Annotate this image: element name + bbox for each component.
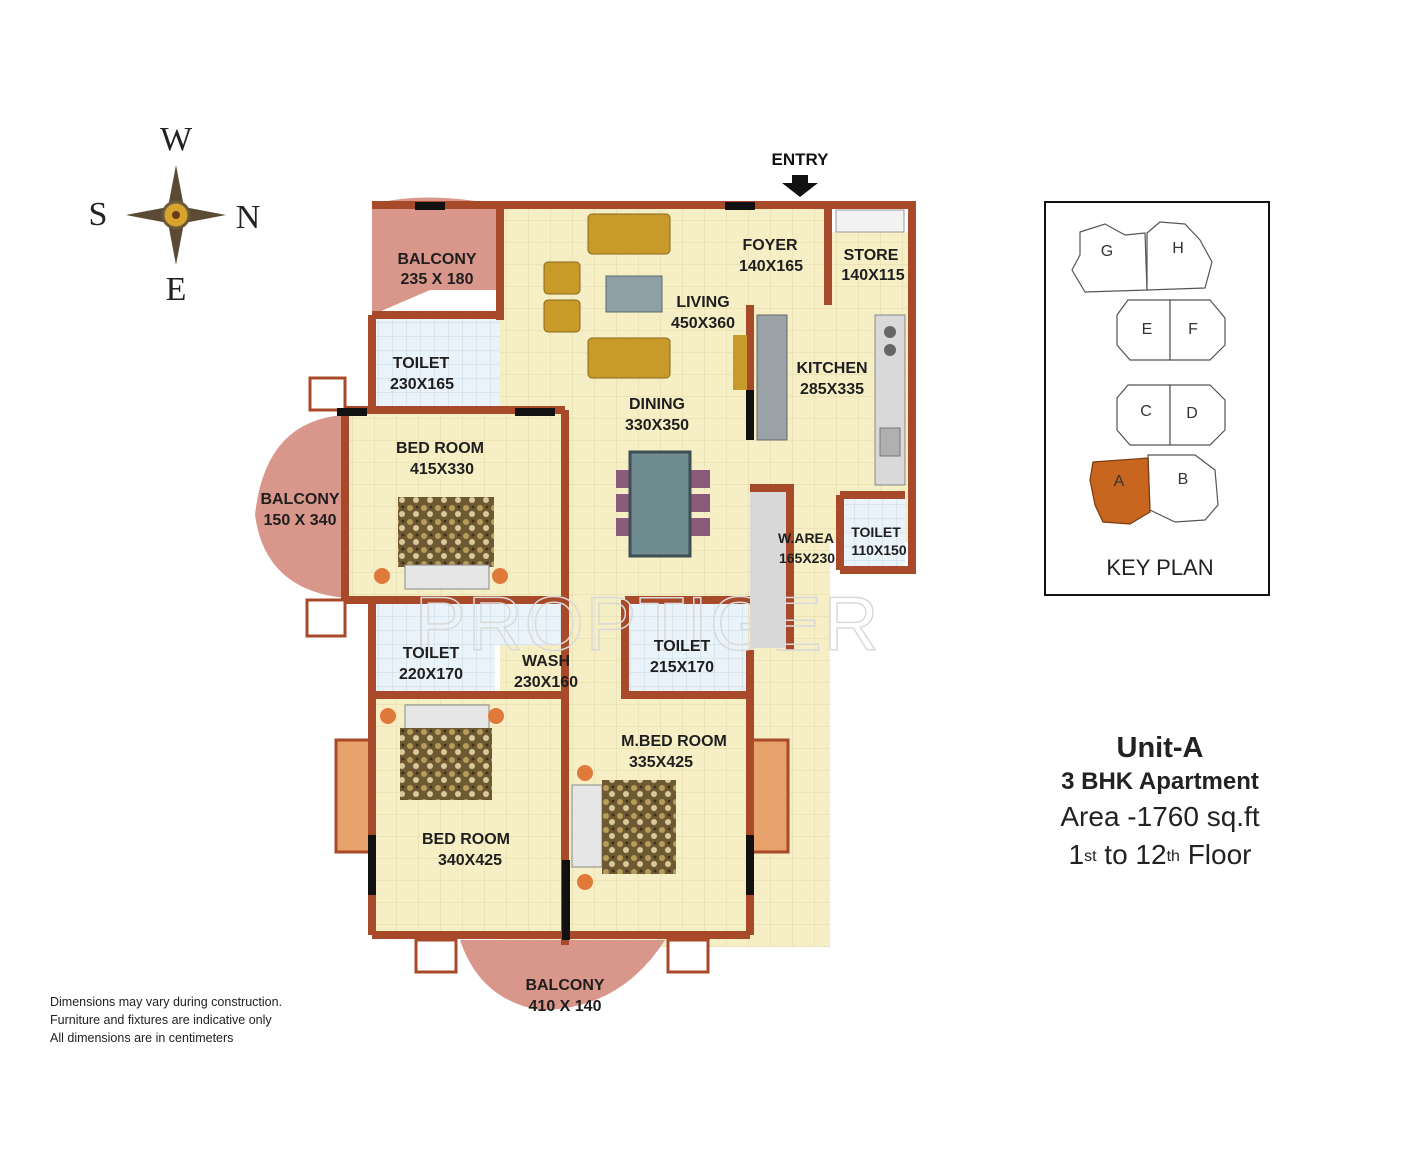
toilet-kitchen-name: TOILET <box>851 524 901 540</box>
balcony-bottom-name: BALCONY <box>525 977 604 994</box>
key-plan-unit-a <box>1089 457 1151 525</box>
balcony-left-dim: 150 X 340 <box>264 512 337 529</box>
key-plan-label-c: C <box>1140 403 1152 420</box>
kitchen-counter <box>756 314 906 486</box>
key-plan-label-h: H <box>1172 240 1184 257</box>
key-plan-label-a: A <box>1114 473 1125 490</box>
living-dim: 450X360 <box>671 315 735 332</box>
toilet-1-name: TOILET <box>393 355 450 372</box>
key-plan-unit-f <box>1169 299 1226 361</box>
key-plan-unit-b <box>1147 454 1219 523</box>
living-furniture <box>543 213 747 390</box>
dining-table <box>616 450 710 558</box>
bedroom-1-dim: 415X330 <box>410 461 474 478</box>
floor-mid: to 12 <box>1096 839 1167 870</box>
key-plan-unit-d <box>1169 384 1226 446</box>
room-labels: BALCONY 235 X 180 FOYER 140X165 STORE 14… <box>260 237 906 1015</box>
balcony-top-name: BALCONY <box>397 251 476 268</box>
toilet-3-name: TOILET <box>654 638 711 655</box>
foyer-name: FOYER <box>742 237 798 254</box>
toilet-3-dim: 215X170 <box>650 659 714 676</box>
unit-info: Unit-A 3 BHK Apartment Area -1760 sq.ft … <box>1020 730 1300 874</box>
unit-type: 3 BHK Apartment <box>1061 768 1259 795</box>
floor-from-suffix: st <box>1084 848 1097 865</box>
unit-area: Area -1760 sq.ft <box>1060 801 1260 832</box>
warea-dim: 165X230 <box>779 550 835 566</box>
foyer-dim: 140X165 <box>739 258 803 275</box>
compass: W S N E <box>89 121 261 308</box>
compass-west-label: W <box>160 121 193 158</box>
toilet-2-name: TOILET <box>403 645 460 662</box>
compass-north-label: N <box>236 199 261 236</box>
floor-end: Floor <box>1179 839 1252 870</box>
bedroom-2-dim: 340X425 <box>438 852 502 869</box>
note-line: Furniture and fixtures are indicative on… <box>50 1013 272 1027</box>
key-plan-title: KEY PLAN <box>1106 555 1213 580</box>
dining-name: DINING <box>629 396 685 413</box>
store-name: STORE <box>844 247 899 264</box>
key-plan-label-g: G <box>1101 243 1113 260</box>
key-plan-label-f: F <box>1188 321 1198 338</box>
balcony-left-name: BALCONY <box>260 491 339 508</box>
balcony-bottom-dim: 410 X 140 <box>529 998 602 1015</box>
window-marks <box>337 202 755 940</box>
kitchen-dim: 285X335 <box>800 381 864 398</box>
living-name: LIVING <box>676 294 729 311</box>
key-plan-label-b: B <box>1178 471 1189 488</box>
dining-dim: 330X350 <box>625 417 689 434</box>
warea-name: W.AREA <box>778 530 834 546</box>
bedroom-2-name: BED ROOM <box>422 831 510 848</box>
compass-east-label: E <box>166 271 187 308</box>
balcony-top-dim: 235 X 180 <box>401 271 474 288</box>
disclaimer-notes: Dimensions may vary during construction.… <box>50 993 282 1047</box>
unit-floors: 1st to 12th Floor <box>1020 836 1300 874</box>
note-line: All dimensions are in centimeters <box>50 1031 234 1045</box>
key-plan-label-e: E <box>1142 321 1153 338</box>
toilet-2-dim: 220X170 <box>399 666 463 683</box>
wash-name: WASH <box>522 653 570 670</box>
bed-bedroom-1 <box>374 497 508 590</box>
balconies <box>255 197 790 1010</box>
kitchen-name: KITCHEN <box>796 360 867 377</box>
key-plan-label-d: D <box>1186 405 1198 422</box>
entry-arrow-icon <box>782 175 818 197</box>
unit-title: Unit-A <box>1116 732 1204 764</box>
bed-master <box>571 765 676 890</box>
compass-south-label: S <box>89 196 108 233</box>
store-dim: 140X115 <box>841 267 904 284</box>
key-plan: G H E F C D A B KEY PLAN <box>1044 201 1270 596</box>
note-line: Dimensions may vary during construction. <box>50 995 283 1009</box>
key-plan-unit-h <box>1146 221 1213 291</box>
bed-bedroom-2 <box>380 704 504 800</box>
wash-dim: 230X160 <box>514 674 578 691</box>
bedroom-1-name: BED ROOM <box>396 440 484 457</box>
entry-label: ENTRY <box>772 150 830 169</box>
toilet-kitchen-dim: 110X150 <box>851 542 906 558</box>
floor-from: 1 <box>1068 839 1085 870</box>
mbedroom-name: M.BED ROOM <box>621 733 727 750</box>
floor-to-suffix: th <box>1166 848 1180 865</box>
mbedroom-dim: 335X425 <box>629 754 693 771</box>
watermark: PROPTIGER <box>415 582 881 667</box>
compass-rose-icon <box>126 165 226 265</box>
toilet-1-dim: 230X165 <box>390 376 454 393</box>
